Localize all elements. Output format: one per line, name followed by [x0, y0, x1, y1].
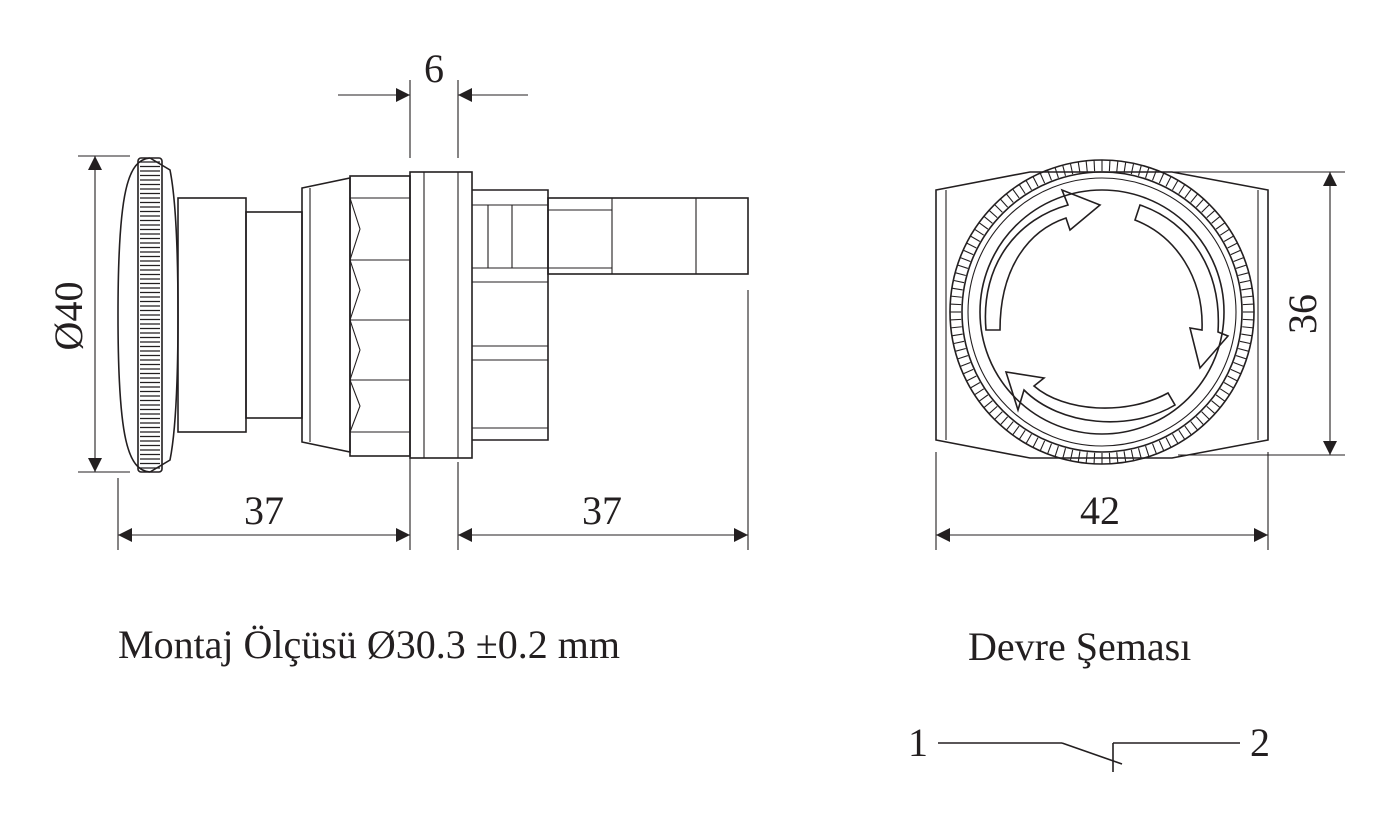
- dim-diameter-label: Ø40: [46, 282, 91, 351]
- dim-front-label: 37: [244, 488, 284, 533]
- front-housing: [935, 171, 1269, 459]
- dim-front-length: 37: [117, 458, 411, 550]
- neck: [245, 211, 303, 419]
- cap-stem: [177, 197, 247, 433]
- dim-rear-length: 37: [457, 290, 749, 550]
- mushroom-cap: [117, 157, 179, 473]
- twist-release-arrows-icon: [984, 188, 1230, 423]
- dim-panel-label: 6: [424, 46, 444, 91]
- circuit-caption: Devre Şeması: [968, 624, 1191, 669]
- contact-block: [472, 189, 749, 441]
- cap-rim: [961, 171, 1243, 453]
- dim-cap-diameter: Ø40: [46, 155, 130, 473]
- front-view: 36 42: [935, 159, 1345, 550]
- bezel-ring: [301, 177, 351, 453]
- cap-face: [979, 189, 1225, 435]
- side-view: 6 Ø40 37 37: [46, 46, 749, 550]
- circuit-diagram: 1 2: [908, 720, 1270, 772]
- dim-panel-thickness: 6: [338, 46, 528, 158]
- dim-rear-label: 37: [582, 488, 622, 533]
- switch-contact: [1061, 742, 1123, 765]
- mounting-nut: [349, 175, 411, 457]
- dim-width: 42: [935, 452, 1269, 550]
- terminal-1-label: 1: [908, 720, 928, 765]
- dim-height-label: 36: [1280, 294, 1325, 334]
- mounting-caption: Montaj Ölçüsü Ø30.3 ±0.2 mm: [118, 622, 620, 667]
- panel-section: [409, 171, 473, 459]
- dim-height: 36: [1118, 171, 1345, 456]
- dim-width-label: 42: [1080, 488, 1120, 533]
- cap-knurling: [140, 161, 160, 469]
- cap-face-knurling: [950, 160, 1254, 464]
- terminal-2-label: 2: [1250, 720, 1270, 765]
